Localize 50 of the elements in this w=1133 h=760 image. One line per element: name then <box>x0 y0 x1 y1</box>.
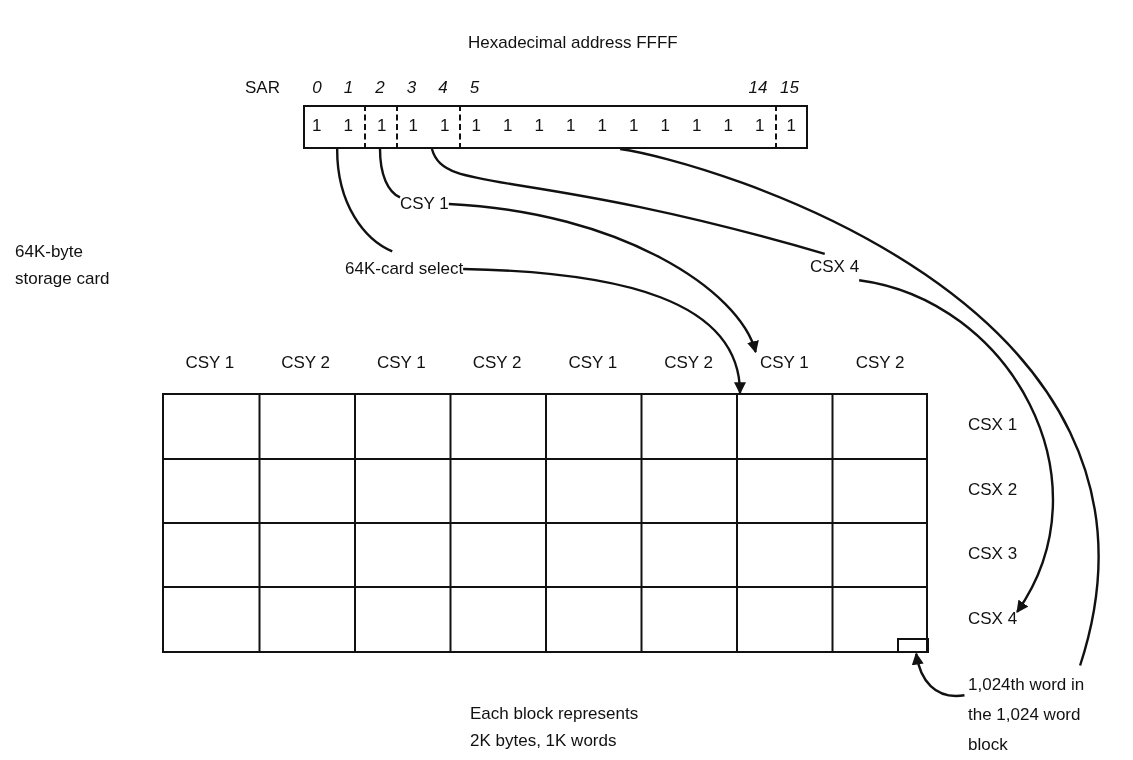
bit-value: 1 <box>629 115 639 137</box>
bit-value: 1 <box>692 115 702 137</box>
register-box <box>303 105 808 149</box>
bit-value: 1 <box>343 115 353 137</box>
column-label: CSY 2 <box>449 352 545 374</box>
bit-number: 15 <box>780 77 799 99</box>
signal-label: 64K-card select <box>345 258 464 280</box>
signal-label: CSX 4 <box>810 256 860 278</box>
bit-number: 1 <box>343 77 354 99</box>
bit-value: 1 <box>660 115 670 137</box>
arrow <box>912 652 965 698</box>
diagram-title: Hexadecimal address FFFF <box>468 32 678 54</box>
row-label: CSX 4 <box>968 607 1018 630</box>
bit-number: 2 <box>375 77 385 99</box>
row-label: CSX 2 <box>968 478 1018 501</box>
register-name: SAR <box>245 77 280 99</box>
caption-text: 64K-byte storage card <box>15 241 110 290</box>
bit-value: 1 <box>534 115 544 137</box>
bit-value: 1 <box>503 115 513 137</box>
bit-number: 4 <box>438 77 448 99</box>
signal-label: CSY 1 <box>400 193 449 215</box>
bit-value: 1 <box>566 115 576 137</box>
arrow <box>448 202 758 354</box>
bit-value: 1 <box>786 115 796 137</box>
column-label: CSY 1 <box>736 352 833 374</box>
bit-number: 0 <box>312 77 322 99</box>
arrow <box>463 267 745 395</box>
word-block-box <box>897 638 929 653</box>
row-label: CSX 1 <box>968 414 1018 436</box>
column-label: CSY 1 <box>353 352 450 374</box>
bit-number: 14 <box>748 77 768 99</box>
bit-value: 1 <box>408 115 418 137</box>
bit-number: 3 <box>406 77 417 99</box>
bit-value: 1 <box>440 115 450 137</box>
note-text: Each block represents 2K bytes, 1K words <box>470 703 640 752</box>
bit-value: 1 <box>723 115 733 137</box>
bit-value: 1 <box>755 115 765 137</box>
column-label: CSY 1 <box>162 352 258 374</box>
column-label: CSY 1 <box>545 352 641 374</box>
row-label: CSX 3 <box>968 543 1018 565</box>
column-label: CSY 2 <box>640 352 737 374</box>
column-label: CSY 2 <box>257 352 354 374</box>
bit-value: 1 <box>597 115 607 137</box>
bit-value: 1 <box>471 115 481 137</box>
bit-value: 1 <box>312 115 322 137</box>
arrow <box>858 279 1054 613</box>
column-label: CSY 2 <box>832 352 928 374</box>
bit-number: 5 <box>469 77 480 99</box>
note-text: 1,024th word in the 1,024 word block <box>968 670 1086 760</box>
bit-value: 1 <box>377 115 387 137</box>
